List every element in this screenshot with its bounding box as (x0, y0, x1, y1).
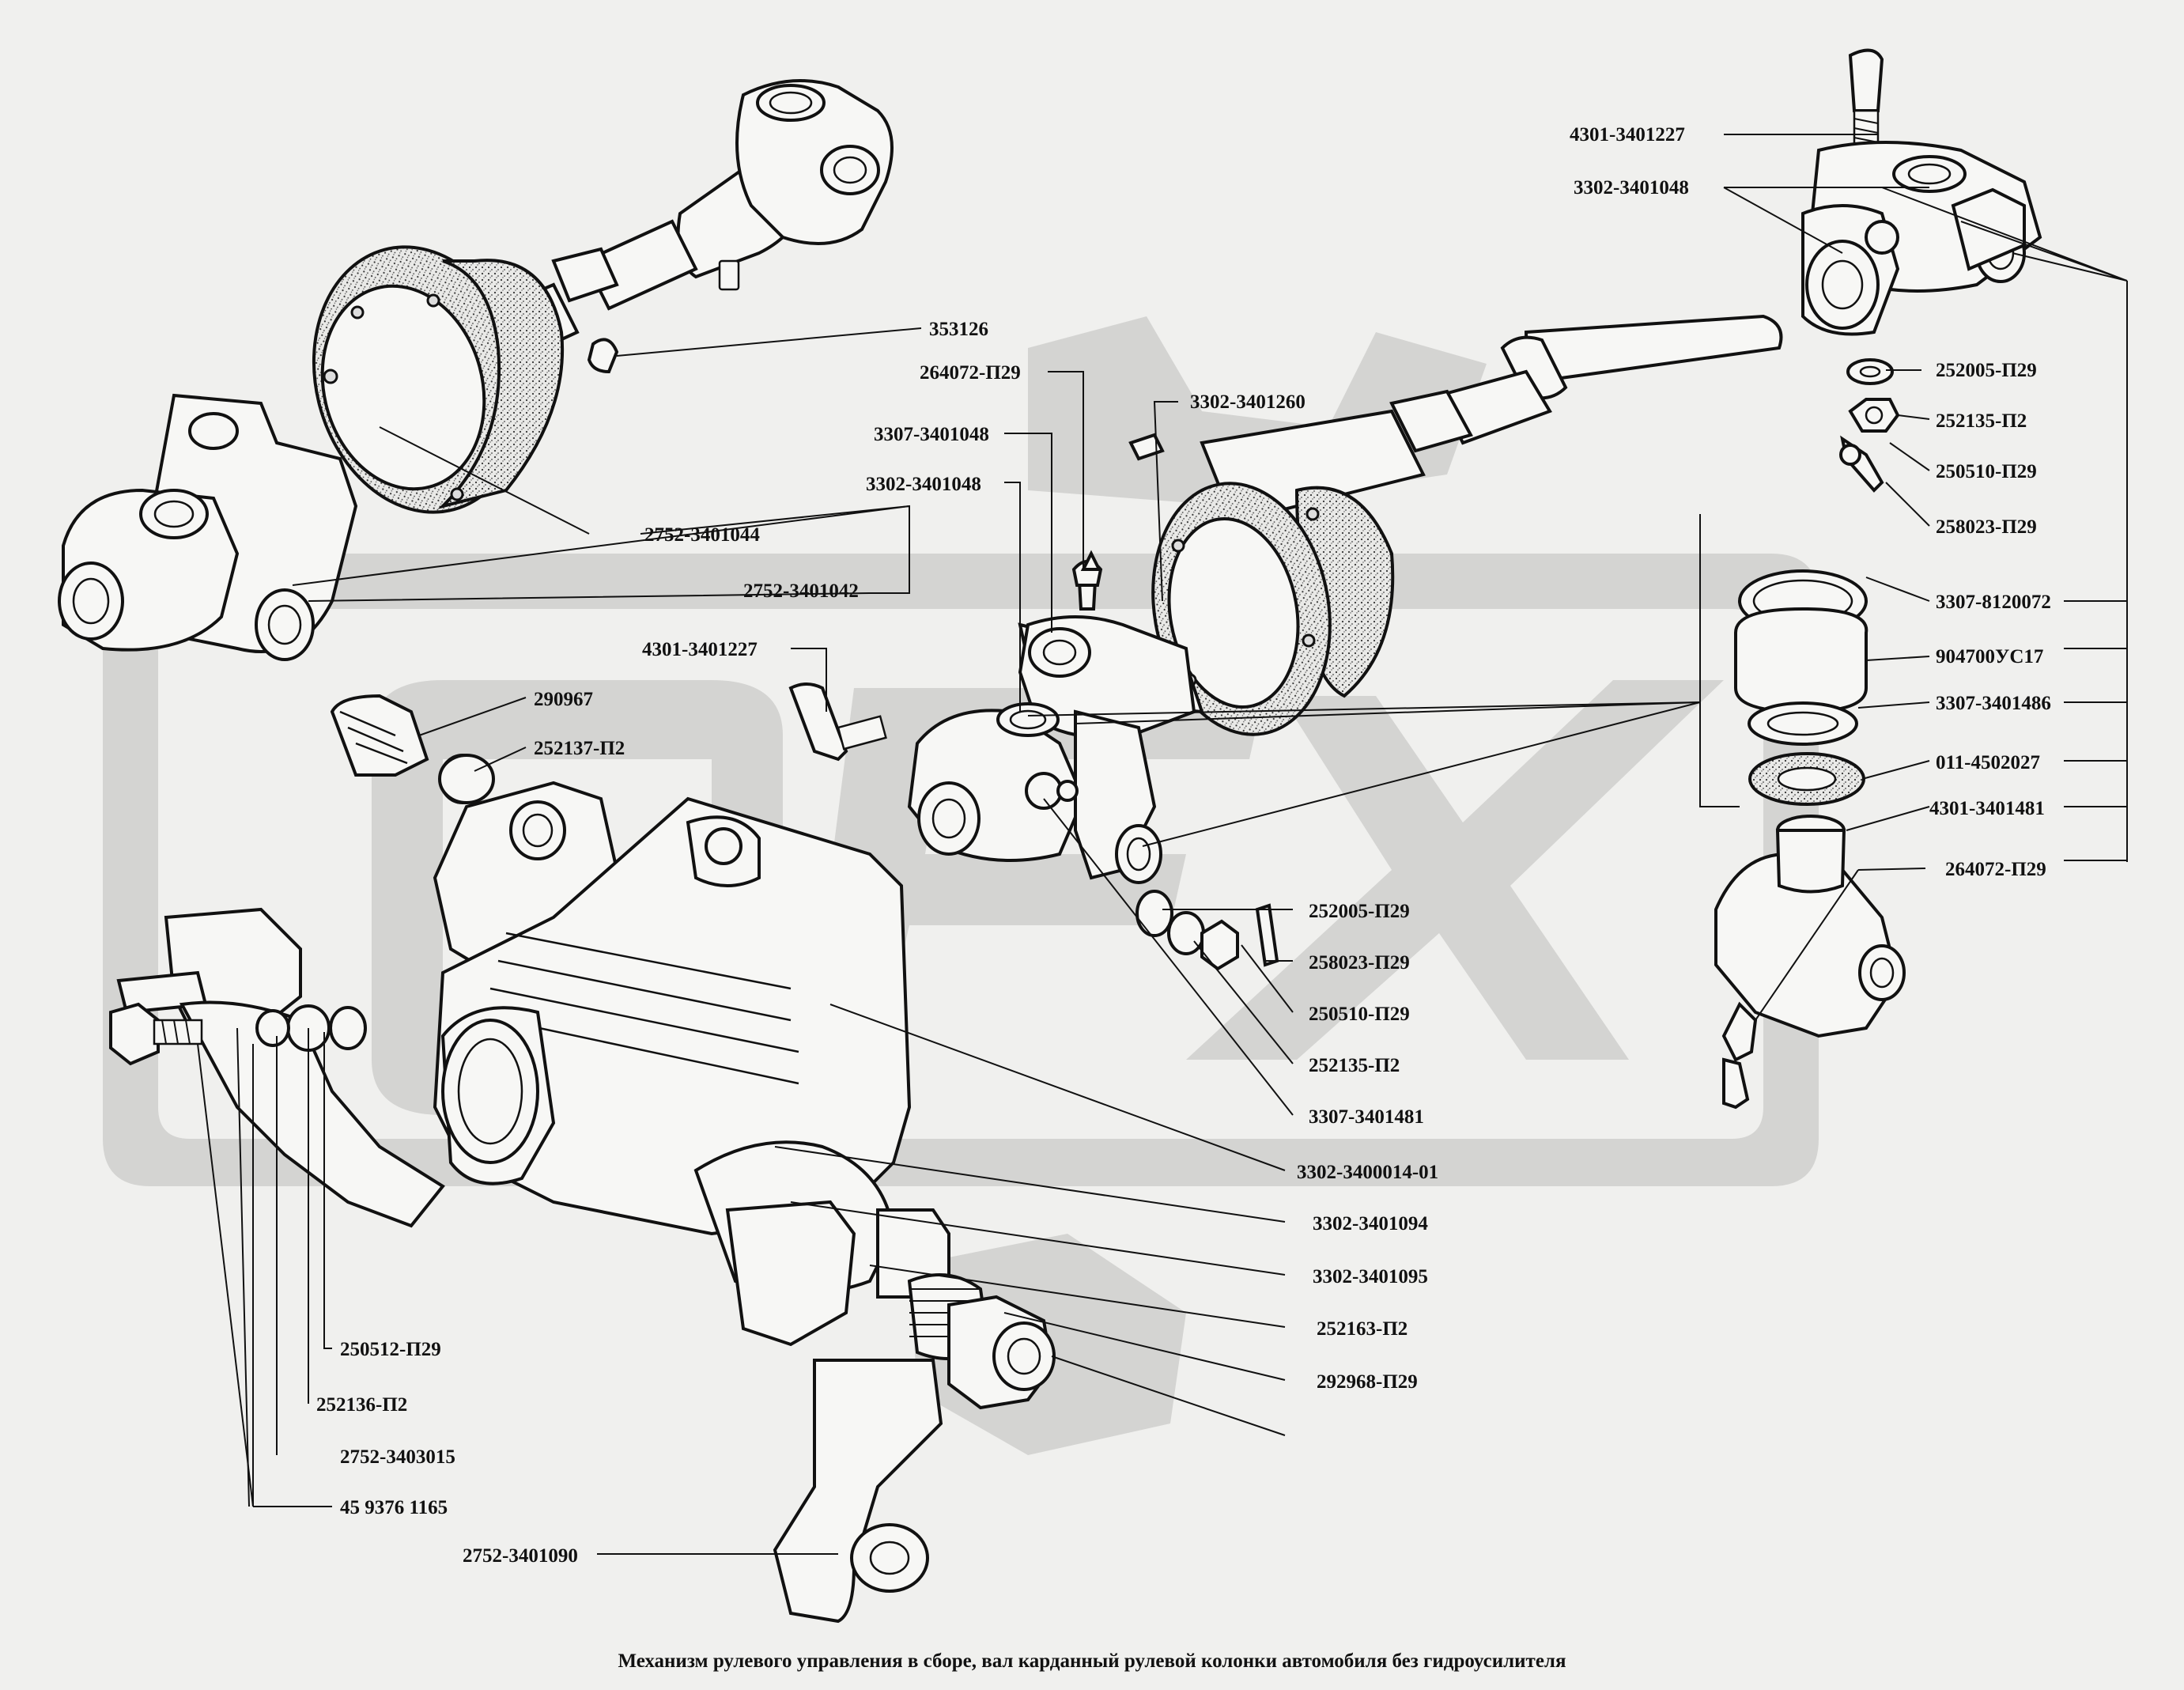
label-258023-P29-right: 258023-П29 (1936, 516, 2037, 538)
label-2752-3401042: 2752-3401042 (743, 580, 859, 602)
right-seal-assembly (1714, 569, 1906, 1110)
label-4301-3401227-mid: 4301-3401227 (642, 639, 758, 660)
label-264072-P29-right: 264072-П29 (1945, 859, 2046, 880)
label-252136-P2: 252136-П2 (316, 1394, 407, 1416)
label-2752-3403015: 2752-3403015 (340, 1446, 455, 1468)
label-250510-P29-mid: 250510-П29 (1309, 1004, 1410, 1025)
label-252137-P2: 252137-П2 (534, 738, 625, 759)
label-353126: 353126 (929, 319, 988, 340)
label-3302-3400014-01: 3302-3400014-01 (1297, 1162, 1438, 1183)
upper-right-fasteners (1839, 358, 1900, 493)
label-45-9376-1165: 45 9376 1165 (340, 1497, 448, 1518)
label-2752-3401044: 2752-3401044 (644, 524, 760, 546)
label-264072-P29-mid: 264072-П29 (920, 362, 1021, 384)
label-3307-3401486: 3307-3401486 (1936, 693, 2051, 714)
label-3302-3401095: 3302-3401095 (1313, 1266, 1428, 1287)
housing-fasteners (109, 433, 1165, 1066)
label-292968-P29: 292968-П29 (1317, 1371, 1418, 1393)
label-3302-3401094: 3302-3401094 (1313, 1213, 1428, 1234)
label-904700US17: 904700УС17 (1936, 646, 2043, 667)
label-3302-3401048-top: 3302-3401048 (1574, 177, 1689, 198)
label-252005-P29-mid: 252005-П29 (1309, 901, 1410, 922)
upper-steering-shaft-assembly (58, 79, 894, 661)
label-3302-3401260: 3302-3401260 (1190, 391, 1305, 413)
label-252005-P29-right: 252005-П29 (1936, 360, 2037, 381)
label-250512-P29: 250512-П29 (340, 1339, 441, 1360)
label-3307-3401481: 3307-3401481 (1309, 1106, 1424, 1128)
label-258023-P29-mid: 258023-П29 (1309, 952, 1410, 974)
part-labels: 4301-3401227 3302-3401048 252005-П29 252… (316, 124, 2051, 1567)
label-4301-3401481-right: 4301-3401481 (1929, 798, 2045, 819)
label-252135-P2-right: 252135-П2 (1936, 410, 2027, 432)
label-2752-3401090: 2752-3401090 (463, 1545, 578, 1567)
label-290967: 290967 (534, 689, 593, 710)
label-3307-8120072: 3307-8120072 (1936, 592, 2051, 613)
diagram-caption: Механизм рулевого управления в сборе, ва… (618, 1650, 1566, 1672)
middle-fasteners (788, 550, 1279, 971)
label-011-4502027: 011-4502027 (1936, 752, 2040, 773)
intermediate-u-joint (907, 560, 1196, 884)
label-3307-3401048: 3307-3401048 (874, 424, 989, 445)
label-252163-P2: 252163-П2 (1317, 1318, 1408, 1340)
upper-right-u-joint (1801, 48, 2042, 336)
label-4301-3401227-top: 4301-3401227 (1570, 124, 1685, 146)
label-250510-P29-right: 250510-П29 (1936, 461, 2037, 482)
label-3302-3401048-mid: 3302-3401048 (866, 474, 981, 495)
leader-lines (197, 134, 2128, 1555)
label-252135-P2-mid: 252135-П2 (1309, 1055, 1400, 1076)
